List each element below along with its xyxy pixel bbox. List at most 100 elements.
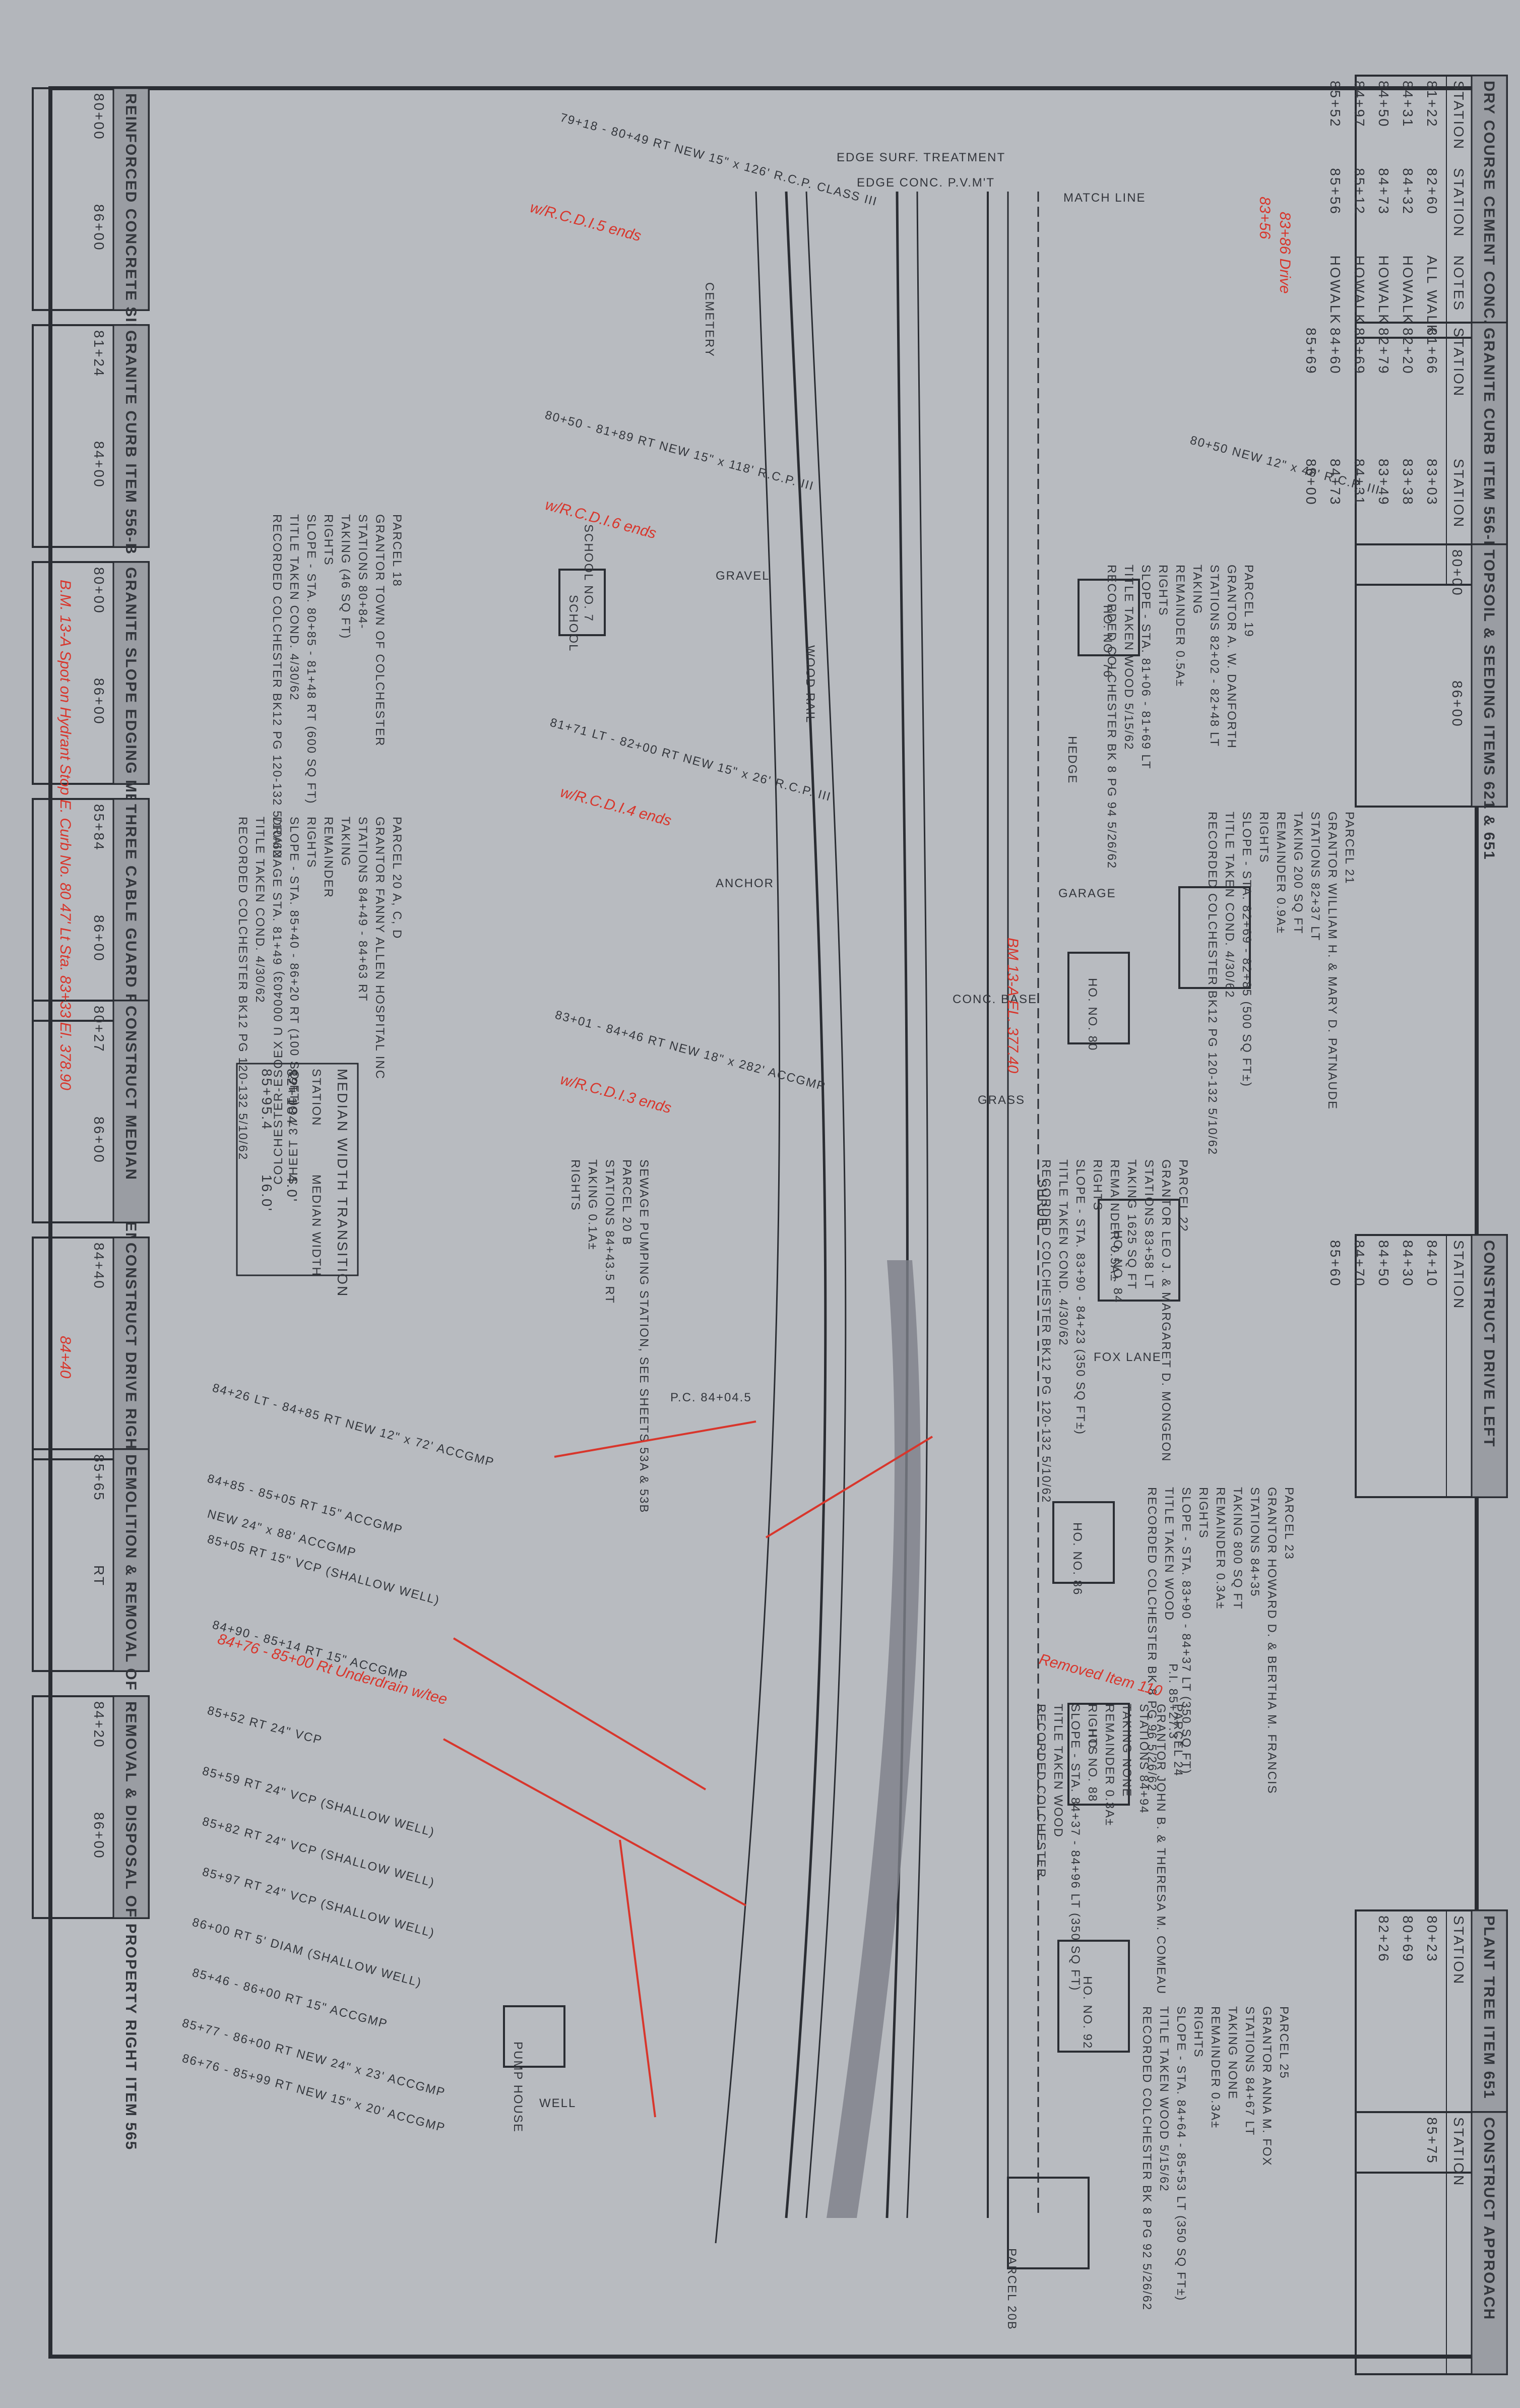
table-header: STATION <box>1451 328 1467 397</box>
parcel-line: PARCEL 20 A, C, D <box>390 817 404 939</box>
parcel-line: PARCEL 25 <box>1277 2006 1291 2079</box>
parcel-line: STATIONS 84+67 LT <box>1243 2006 1256 2136</box>
map-label: ANCHOR <box>716 877 774 890</box>
median-table-cell: 82+184 <box>284 1069 300 1125</box>
red-annotation: 83+86 Drive <box>1277 212 1293 294</box>
table-cell: 86+00 <box>91 1812 107 1860</box>
parcel-line: REMAINDER 0.5A± <box>1173 565 1187 687</box>
table-cell: 80+00 <box>1449 549 1465 597</box>
table-cell: 86+00 <box>91 204 107 252</box>
parcel-line: REMAINDER 0.9A± <box>1274 812 1288 934</box>
parcel-line: GRANTOR LEO J. & MARGARET D. MONGEON <box>1159 1159 1173 1462</box>
parcel-line: TITLE TAKEN COND. 4/30/62 <box>1223 812 1236 999</box>
parcel-line: STATIONS 84+43.5 RT <box>603 1159 616 1304</box>
table-cell: 83+38 <box>1400 459 1416 506</box>
parcel-line: TAKING 1625 SQ FT <box>1125 1159 1138 1290</box>
table-header: STATION <box>1451 2117 1467 2187</box>
table-cell: 82+20 <box>1400 328 1416 375</box>
parcel-line: TAKING 800 SQ FT <box>1231 1487 1244 1610</box>
parcel-line: PARCEL 21 <box>1343 812 1356 885</box>
map-label: EDGE CONC. P.V.M'T <box>857 176 995 190</box>
table-cell: 86+00 <box>91 678 107 725</box>
map-label: P.I. 85+27.3 <box>1166 1663 1180 1740</box>
map-label: HO. NO. 92 <box>1081 1976 1094 2049</box>
parcel-line: TAKING 200 SQ FT <box>1291 812 1305 935</box>
map-label: HO. NO. 84 <box>1111 1230 1124 1303</box>
table-cell: 83+49 <box>1376 459 1391 506</box>
parcel-line: STATIONS 82+37 LT <box>1308 812 1322 941</box>
map-label: FOX LANE <box>1094 1350 1162 1364</box>
table-cell: 85+12 <box>1352 168 1367 215</box>
parcel-line: TITLE TAKEN WOOD <box>1051 1704 1065 1838</box>
parcel-line: REMAINDER 0.3A± <box>1209 2006 1222 2129</box>
red-annotation: 83+56 <box>1256 197 1273 239</box>
parcel-line: STATIONS 84+94 <box>1137 1704 1151 1814</box>
map-label: HO. NO. 80 <box>1086 978 1099 1051</box>
table-cell: 85+60 <box>1327 1240 1343 1287</box>
parcel-line: TITLE TAKEN WOOD <box>1162 1487 1176 1621</box>
map-label: HEDGE <box>1065 736 1079 784</box>
parcel-line: TAKING (46 SQ FT) <box>339 514 352 639</box>
table-cell: 80+69 <box>1400 1916 1416 1963</box>
map-label: CONC. BASE <box>953 993 1037 1006</box>
parcel-line: TITLE TAKEN COND. 4/30/62 <box>1056 1159 1070 1346</box>
parcel-line: PARCEL 22 <box>1176 1159 1190 1232</box>
parcel-line: GRANTOR HOWARD D. & BERTHA M. FRANCIS <box>1265 1487 1279 1795</box>
map-label: GRAVEL <box>716 569 770 583</box>
parcel-line: RIGHTS <box>1156 565 1170 616</box>
right-table-3: CONSTRUCT DRIVE LEFTSTATION84+1084+3084+… <box>1327 1234 1508 1498</box>
right-table-0: DRY COURSE CEMENT CONC. SIDEWALK ITEM 56… <box>1327 75 1508 497</box>
sheet-footer-line2: SHEET 37 OF 161 <box>287 1069 300 1185</box>
parcel-line: RECORDED COLCHESTER BK12 PG 120-132 5/10… <box>1206 812 1219 1155</box>
table-cell: 82+79 <box>1376 328 1391 375</box>
table-header: STATION <box>1451 168 1467 237</box>
table-cell: 84+73 <box>1376 168 1391 215</box>
median-table-header: MEDIAN WIDTH <box>309 1175 323 1277</box>
parcel-line: REMAINDER 0.5A± <box>1108 1159 1121 1282</box>
table-cell: 84+20 <box>91 1701 107 1749</box>
table-title: TOPSOIL & SEEDING ITEMS 621 & 651 <box>1481 549 1497 860</box>
left-table-5: CONSTRUCT DRIVE RIGHT 84+40 <box>32 1237 150 1460</box>
parcel-line: RIGHTS <box>304 817 318 869</box>
parcel-line: STATIONS 82+02 - 82+48 LT <box>1208 565 1221 747</box>
parcel-line: GRANTOR ANNA M. FOX <box>1260 2006 1274 2167</box>
red-annotation: B.M. 13-A Spot on Hydrant Stop E. Curb N… <box>57 580 74 1090</box>
table-cell: 82+26 <box>1376 1916 1391 1963</box>
parcel-line: TAKING 0.1A± <box>586 1159 599 1251</box>
parcel-line: RECORDED COLCHESTER <box>1034 1704 1048 1878</box>
table-cell: 80+00 <box>91 567 107 614</box>
parcel-line: GRANTOR JOHN B. & THERESA M. COMEAU <box>1154 1704 1168 1995</box>
red-annotation: 84+40 <box>57 1336 74 1379</box>
table-cell: 84+60 <box>1327 328 1343 375</box>
parcel-line: RECORDED COLCHESTER BK12 PG 120-132 5/10… <box>1039 1159 1053 1503</box>
parcel-line: RIGHTS <box>568 1159 582 1211</box>
parcel-line: GRANTOR WILLIAM H. & MARY D. PATNAUDE <box>1325 812 1339 1110</box>
right-table-1: GRANITE CURB ITEM 556-BSTATIONSTATION81+… <box>1303 322 1508 586</box>
table-title: REMOVAL & DISPOSAL OF PROPERTY RIGHT ITE… <box>122 1701 139 2150</box>
map-label: GRASS <box>978 1093 1025 1107</box>
parcel-line: SLOPE - STA. 80+85 - 81+48 RT (600 SQ FT… <box>304 514 318 805</box>
parcel-line: RIGHTS <box>322 514 335 566</box>
buildings <box>503 569 1251 2269</box>
table-cell: 80+27 <box>91 1006 107 1053</box>
median-table-cell: 4.0' <box>284 1175 300 1203</box>
map-label: CEMETERY <box>703 282 716 357</box>
parcel-line: PARCEL 20 B <box>620 1159 634 1246</box>
parcel-line: PARCEL 18 <box>390 514 404 587</box>
table-cell: 82+60 <box>1424 168 1440 215</box>
map-label: HO. NO. 76 <box>1101 605 1114 678</box>
median-table-title: MEDIAN WIDTH TRANSITION <box>335 1069 350 1298</box>
parcel-line: SLOPE - STA. 81+06 - 81+69 LT <box>1139 565 1153 770</box>
table-title: GRANITE CURB ITEM 556-B <box>122 330 139 555</box>
table-cell: 81+66 <box>1424 328 1440 375</box>
parcel-line: RIGHTS <box>1191 2006 1205 2058</box>
parcel-line: REMAINDER <box>322 817 335 898</box>
left-table-7: REMOVAL & DISPOSAL OF PROPERTY RIGHT ITE… <box>32 1695 150 2150</box>
parcel-line: DRAINAGE STA. 81+49 <box>270 817 284 966</box>
table-title: CONSTRUCT DRIVE RIGHT <box>122 1243 139 1460</box>
red-annotation: BM 13-A EL. 377.40 <box>1004 938 1021 1073</box>
